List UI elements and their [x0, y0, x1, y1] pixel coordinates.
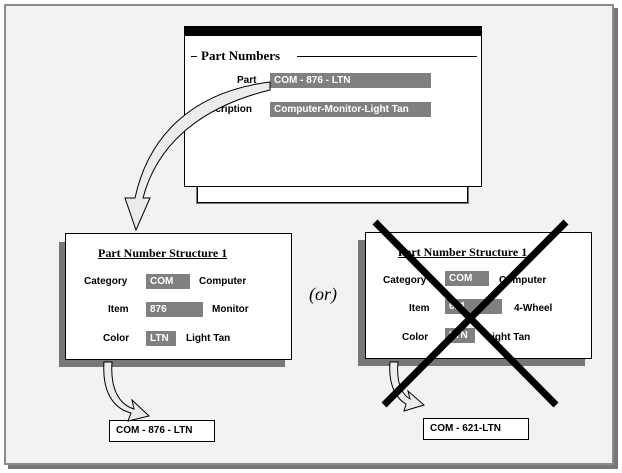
cross-out-x-icon — [372, 219, 569, 408]
description-input[interactable]: Computer-Monitor-Light Tan — [270, 102, 431, 117]
part-label: Part — [237, 75, 257, 86]
group-border-left — [191, 56, 199, 57]
right-category-label: Category — [383, 275, 427, 286]
left-item-meaning: Monitor — [212, 304, 249, 315]
part-input[interactable]: COM - 876 - LTN — [270, 73, 431, 88]
window-titlebar — [185, 27, 481, 36]
left-result-arrow — [103, 361, 151, 422]
right-result-box: COM - 621-LTN — [423, 418, 529, 440]
left-structure-title: Part Number Structure 1 — [98, 246, 228, 260]
right-result-arrow — [389, 361, 426, 412]
right-color-meaning: Light Tan — [486, 332, 531, 343]
left-result-box: COM - 876 - LTN — [109, 420, 215, 442]
right-item-meaning: 4-Wheel — [514, 303, 553, 314]
left-category-label: Category — [84, 276, 128, 287]
left-color-code[interactable]: LTN — [146, 331, 176, 346]
right-color-label: Color — [402, 332, 429, 343]
left-item-code[interactable]: 876 — [146, 302, 203, 317]
right-category-code[interactable]: COM — [445, 271, 489, 286]
left-structure-window: Part Number Structure 1 Category COM Com… — [65, 233, 292, 360]
description-label: Description — [197, 104, 253, 115]
left-category-meaning: Computer — [199, 276, 247, 287]
left-item-label: Item — [108, 304, 129, 315]
left-color-label: Color — [103, 333, 130, 344]
or-separator: (or) — [309, 284, 337, 304]
group-title: Part Numbers — [197, 48, 285, 64]
right-category-meaning: Computer — [499, 275, 547, 286]
left-color-meaning: Light Tan — [186, 333, 231, 344]
left-category-code[interactable]: COM — [146, 274, 190, 289]
group-border-right — [297, 56, 477, 57]
right-structure-title: Part Number Structure 1 — [398, 245, 528, 259]
part-numbers-window: Part Numbers Part COM - 876 - LTN Descri… — [184, 26, 482, 187]
curved-arrow-to-structure — [124, 81, 271, 232]
right-item-label: Item — [409, 303, 430, 314]
